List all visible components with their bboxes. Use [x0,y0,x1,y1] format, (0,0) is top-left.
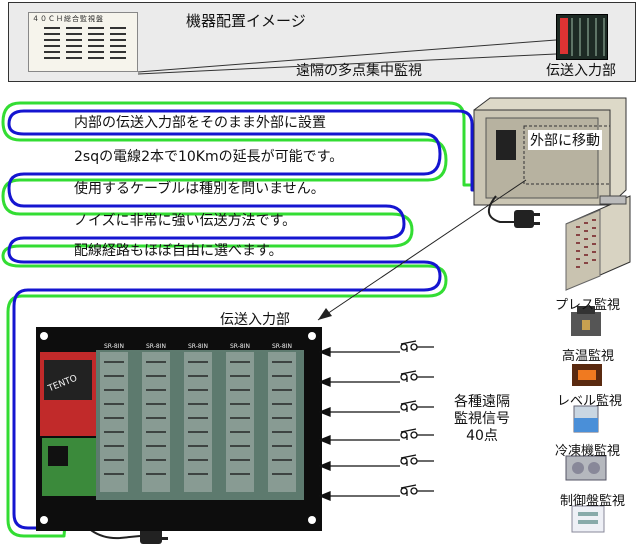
blue-cable [7,109,498,530]
move-arrow [317,179,527,321]
signals-line-2: 監視信号 [454,411,510,427]
chiller-icon [565,455,607,481]
svg-text:SR-8IN: SR-8IN [230,343,250,350]
green-cable [1,101,492,538]
cabinet-drawing [473,97,631,291]
signals-line-3: 40点 [466,428,498,444]
transmission-board: TENTO SR-8IN SR-8IN SR-8IN SR-8IN SR-8IN [36,327,322,531]
svg-text:SR-8IN: SR-8IN [146,343,166,350]
monitor-label-high-temp: 高温監視 [562,349,615,364]
move-outside-label: 外部に移動 [528,130,602,150]
furnace-icon [572,364,602,386]
monitor-label-control-panel: 制御盤監視 [560,494,626,509]
transmission-unit-label: 伝送入力部 [220,312,290,328]
control-panel-icon [571,505,605,533]
signal-input-4 [318,428,434,445]
link-line-lower [137,53,557,75]
terminal-columns [100,352,296,492]
signal-input-1 [318,340,434,357]
feature-2: 2sqの電線2本で10Kmの延長が可能です。 [74,149,344,165]
signal-inputs [318,340,434,501]
svg-text:SR-8IN: SR-8IN [104,343,124,350]
remote-signals-label: 各種遠隔 監視信号 40点 [454,394,510,445]
centralized-monitoring-caption: 遠隔の多点集中監視 [296,63,422,79]
overview-title: 機器配置イメージ [186,12,306,30]
feature-4: ノイズに非常に強い伝送方法です。 [74,213,297,229]
feature-1: 内部の伝送入力部をそのまま外部に設置 [74,115,326,131]
thumbnail-modules [571,18,605,56]
signals-line-1: 各種遠隔 [454,394,510,410]
terminal-block-area [96,350,304,500]
transmission-unit-caption-top: 伝送入力部 [546,63,616,79]
signal-input-2 [318,370,434,387]
svg-text:SR-8IN: SR-8IN [272,343,292,350]
monitor-label-press: プレス監視 [555,298,621,313]
link-line-upper [137,39,557,73]
monitor-label-level: レベル監視 [557,394,623,409]
press-machine-icon [571,306,601,336]
thumbnail-logo-block [560,18,568,54]
monitor-label-chiller: 冷凍機監視 [555,444,621,459]
feature-3: 使用するケーブルは種別を問いません。 [74,181,325,197]
terminal-screws [104,361,292,475]
monitor-panel-image [28,12,138,72]
monitor-panel-lamps [44,27,126,59]
signal-input-3 [318,400,434,417]
svg-text:SR-8IN: SR-8IN [188,343,208,350]
feature-5: 配線経路もほぼ自由に選べます。 [74,243,283,259]
signal-input-6 [318,484,434,501]
power-plug-upper [488,195,540,228]
monitor-panel-title: ４０ＣＨ総合監視盤 [32,15,104,23]
tank-level-icon [573,405,599,433]
signal-input-5 [318,454,434,471]
cabinet-inner-unit [496,130,516,160]
